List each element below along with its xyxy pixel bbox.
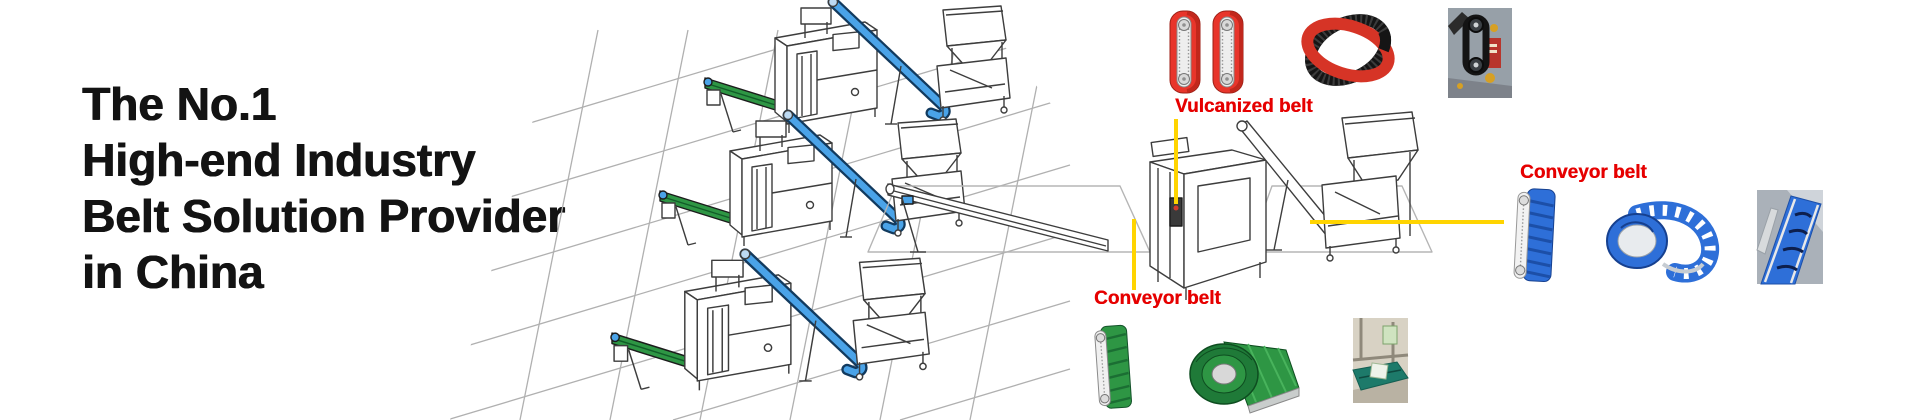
conveyor-belt-label-bottom: Conveyor belt: [1094, 288, 1221, 309]
packaging-line-row-3: [611, 249, 929, 390]
green-belt-roll-image: [1189, 341, 1300, 414]
green-conveyor-photo: [1352, 318, 1409, 403]
blue-belt-photo: [1756, 190, 1823, 285]
heading-line-1: The No.1: [82, 78, 277, 130]
packaging-machine-illustration-right: [867, 111, 1433, 300]
blue-belt-product-image: [1513, 188, 1556, 283]
packaging-line-row-1: [704, 0, 1010, 133]
hero-heading: The No.1 High-end Industry Belt Solution…: [82, 76, 565, 300]
vulcanized-belt-product-image: [1168, 9, 1202, 95]
belt-on-machine-photo: [1448, 8, 1512, 98]
green-belt-product-image: [1094, 324, 1132, 409]
timing-belt-rings-image: [1301, 14, 1395, 86]
heading-line-4: in China: [82, 246, 264, 298]
conveyor-belt-label-right: Conveyor belt: [1520, 162, 1647, 183]
vulcanized-belt-label: Vulcanized belt: [1175, 96, 1313, 117]
heading-line-2: High-end Industry: [82, 134, 476, 186]
heading-line-3: Belt Solution Provider: [82, 190, 566, 242]
vulcanized-belt-product-image: [1211, 9, 1245, 95]
blue-belt-roll-image: [1606, 201, 1720, 283]
